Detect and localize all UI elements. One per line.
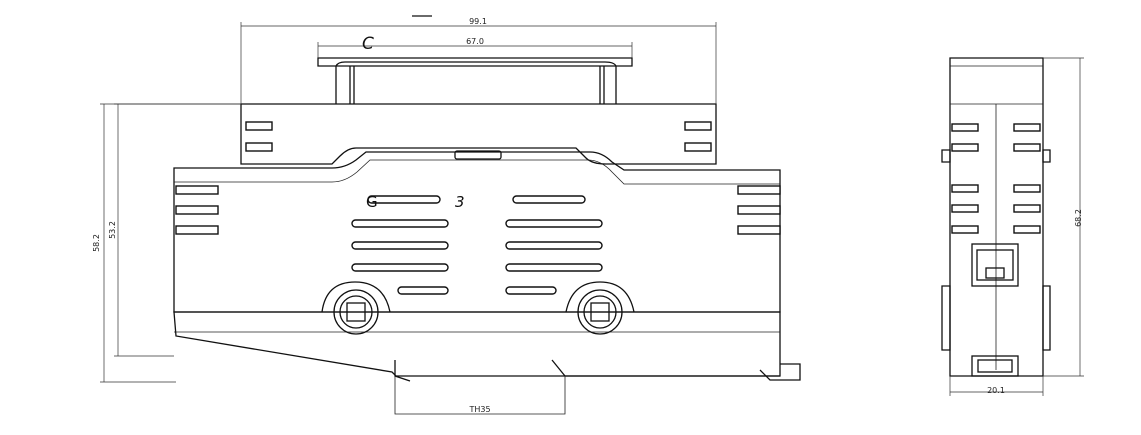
dim-side-height: 68.2 [1074, 209, 1083, 227]
dim-rail: TH35 [468, 405, 490, 414]
right-screw [565, 281, 635, 335]
din-rail [394, 376, 566, 415]
mark-face-left: G [366, 193, 378, 211]
dimension-lines-front [100, 15, 717, 383]
vent-slots-right [505, 195, 603, 295]
terminal-slots-side [951, 123, 1041, 234]
vent-slots-left [351, 195, 449, 295]
mark-top: C [362, 34, 374, 54]
dim-body-height: 53.2 [108, 221, 117, 239]
left-screw [321, 281, 391, 335]
upper-body [240, 103, 717, 165]
mark-face-right: 3 [455, 193, 465, 211]
dimension-lines-side [949, 57, 1084, 396]
base [173, 311, 781, 377]
dim-side-width: 20.1 [987, 386, 1005, 395]
dim-handle-width: 67.0 [466, 37, 484, 46]
front-view: 99.1 67.0 58.2 53.2 TH35 C G 3 [92, 15, 801, 415]
terminal-slots-front [175, 121, 781, 235]
dim-overall-height: 58.2 [92, 234, 101, 252]
dim-overall-width: 99.1 [469, 17, 487, 26]
side-view: 68.2 20.1 [941, 57, 1084, 396]
side-body [949, 57, 1044, 377]
top-knob [454, 150, 502, 160]
side-window [971, 243, 1019, 287]
main-body [173, 151, 781, 313]
handle [317, 57, 633, 104]
